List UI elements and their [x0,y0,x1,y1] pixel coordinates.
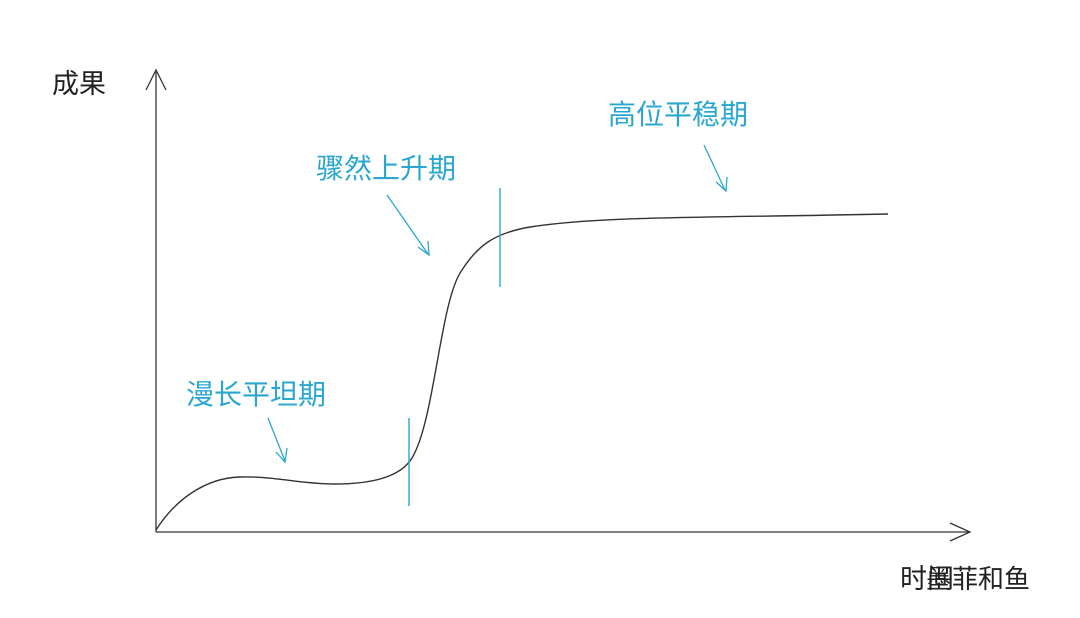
x-axis-label: 时间 [900,564,954,595]
phase-arrow-rise [386,194,430,257]
phase-label-plateau: 高位平稳期 [608,98,748,131]
growth-curve [155,213,889,531]
x-axis-arrowhead [949,522,972,542]
phase-arrow-plateau [703,144,728,193]
axes [145,68,972,542]
y-axis-arrowhead [145,68,167,91]
phase-arrow-flat [267,417,288,464]
phase-label-flat: 漫长平坦期 [186,378,326,411]
phase-label-rise: 骤然上升期 [316,152,456,185]
y-axis-label: 成果 [52,69,106,100]
watermark: 墨菲和鱼 [926,565,1030,595]
